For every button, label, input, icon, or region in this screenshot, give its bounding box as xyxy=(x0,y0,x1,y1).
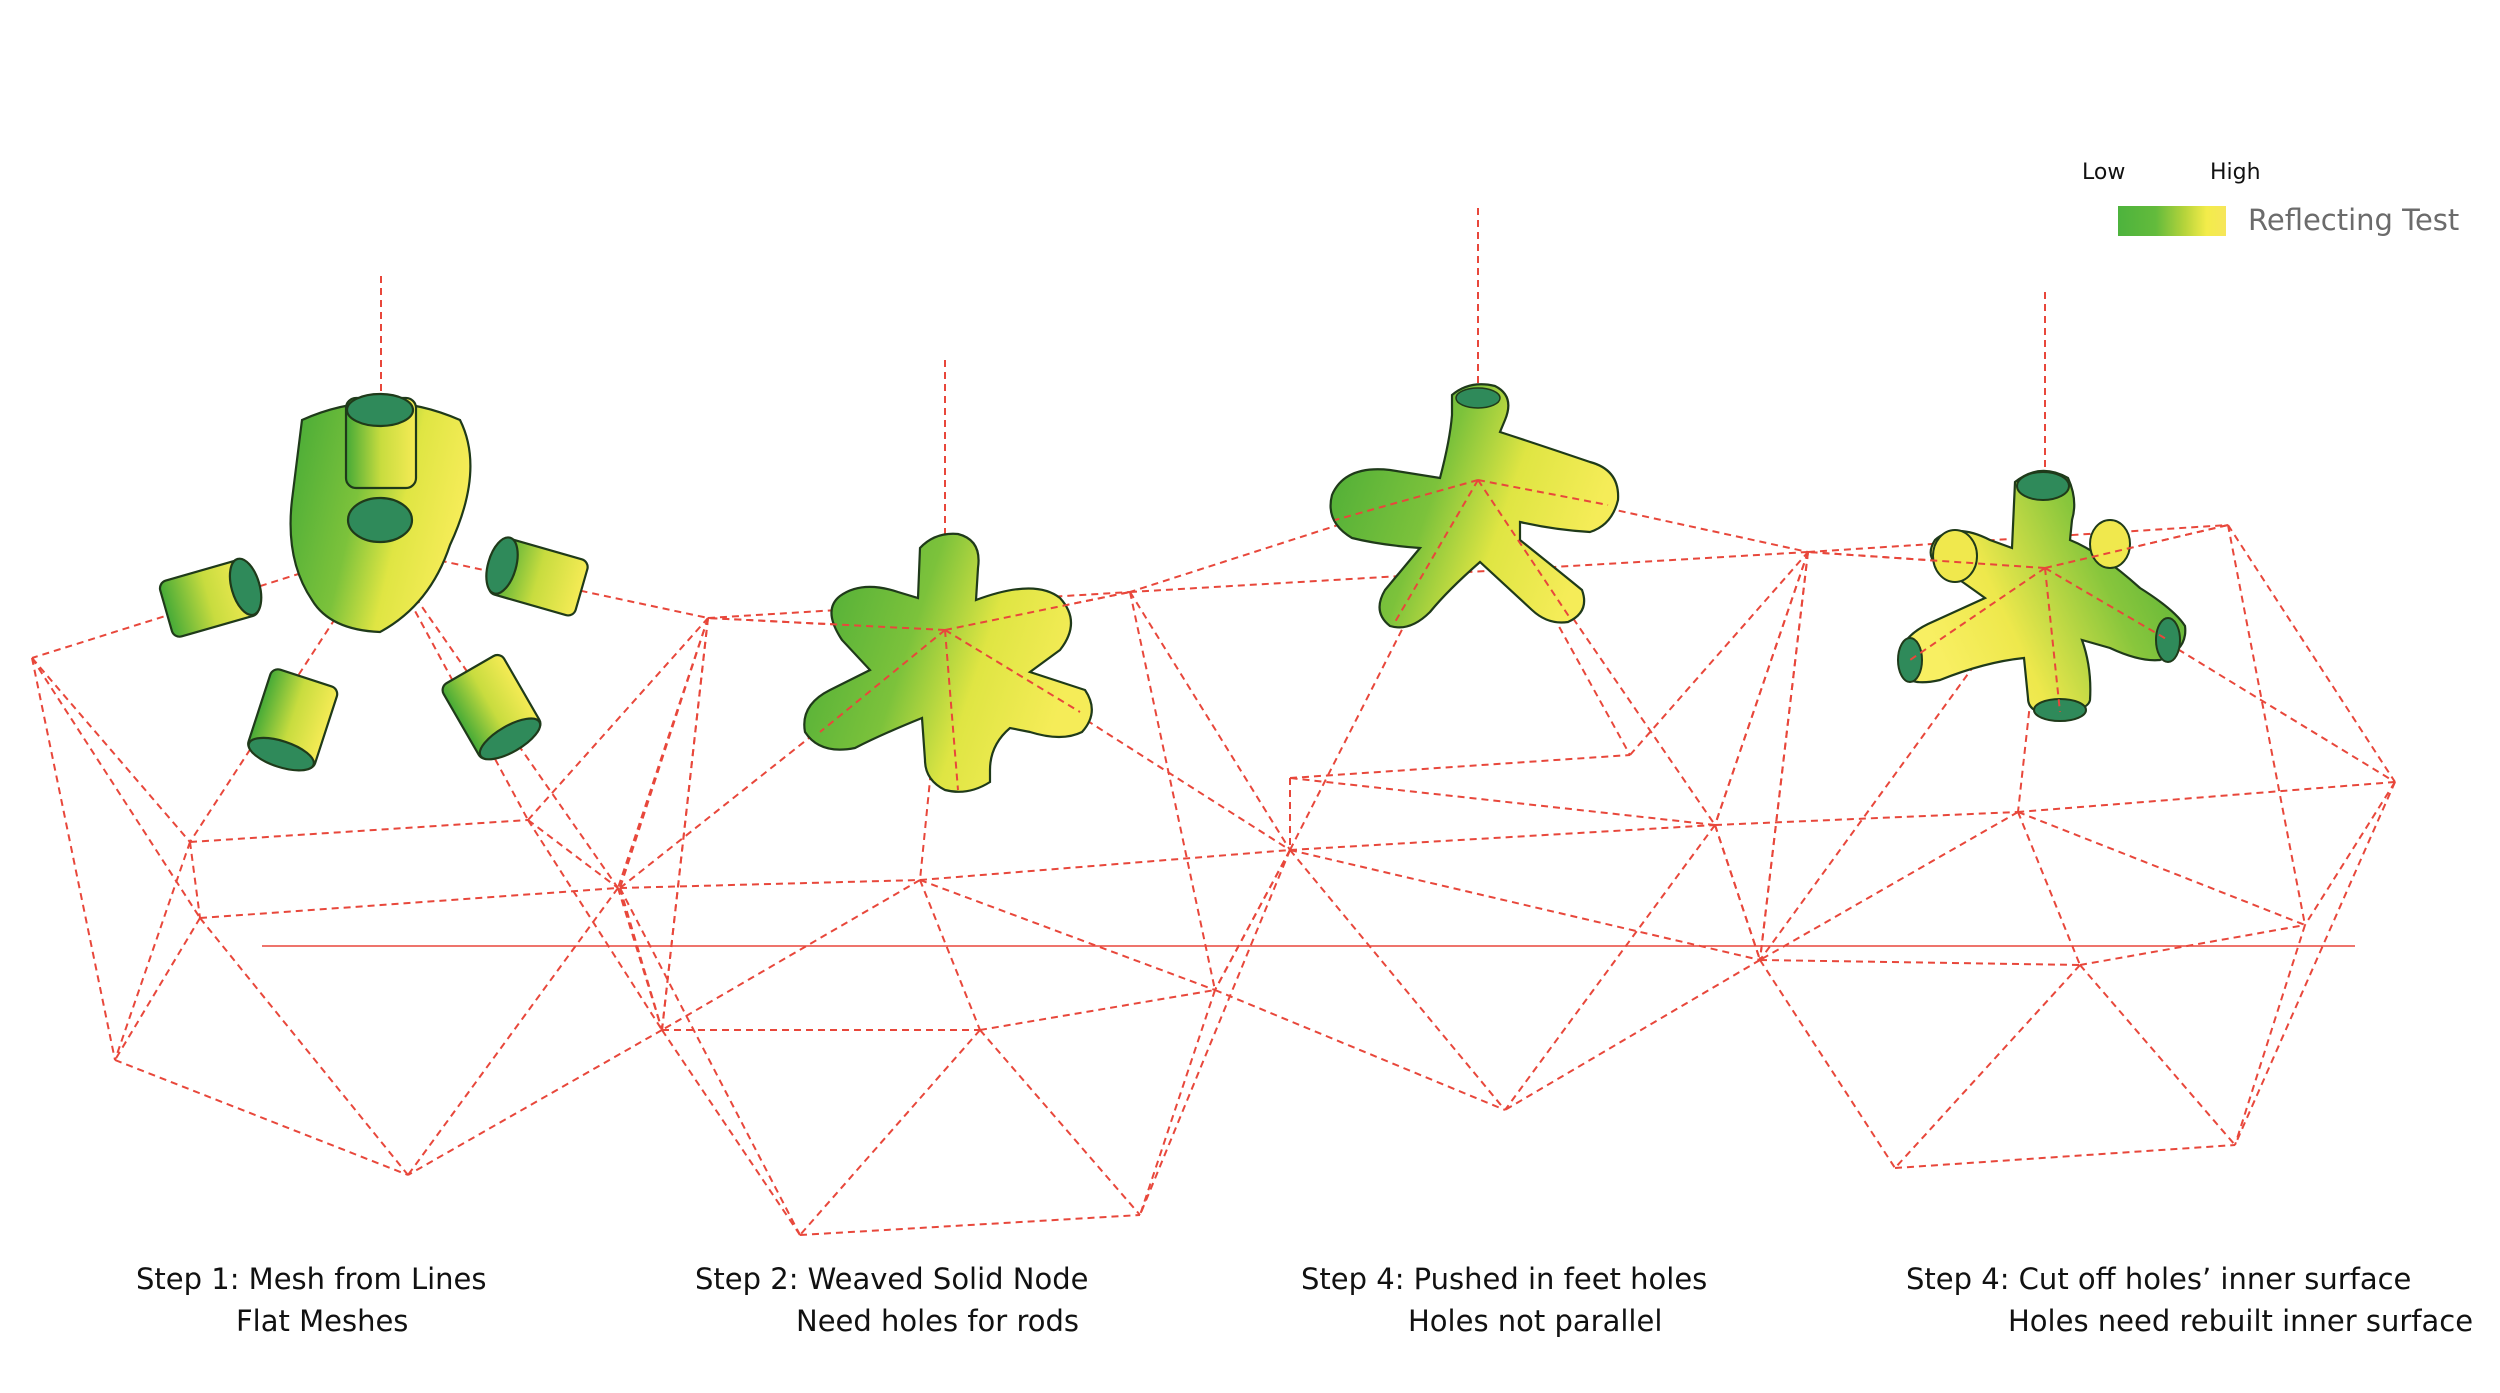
wireframe-structure-2 xyxy=(619,360,1291,1236)
wireframe-structure-3 xyxy=(1129,208,1809,1111)
legend-title: Reflecting Test xyxy=(2248,203,2460,237)
legend-gradient-bar xyxy=(2118,206,2226,236)
step-4-note: Holes need rebuilt inner surface xyxy=(2008,1304,2474,1338)
step-3-note: Holes not parallel xyxy=(1408,1304,1663,1338)
node-step-3-pushed-feet-holes xyxy=(1329,383,1620,629)
step-3-title: Step 4: Pushed in feet holes xyxy=(1301,1262,1708,1296)
node-step-4-cut-holes xyxy=(1807,469,2229,722)
wireframe-structure-4 xyxy=(1714,292,2396,1169)
step-2-note: Need holes for rods xyxy=(796,1304,1079,1338)
node-step-2-weaved-solid xyxy=(707,532,1131,793)
step-2-title: Step 2: Weaved Solid Node xyxy=(695,1262,1089,1296)
node-step-1-flat-meshes xyxy=(158,392,589,772)
step-1-title: Step 1: Mesh from Lines xyxy=(136,1262,487,1296)
step-1-note: Flat Meshes xyxy=(236,1304,409,1338)
step-4-title: Step 4: Cut off holes’ inner surface xyxy=(1906,1262,2412,1296)
legend-high-label: High xyxy=(2210,160,2261,185)
legend-low-label: Low xyxy=(2082,160,2126,185)
